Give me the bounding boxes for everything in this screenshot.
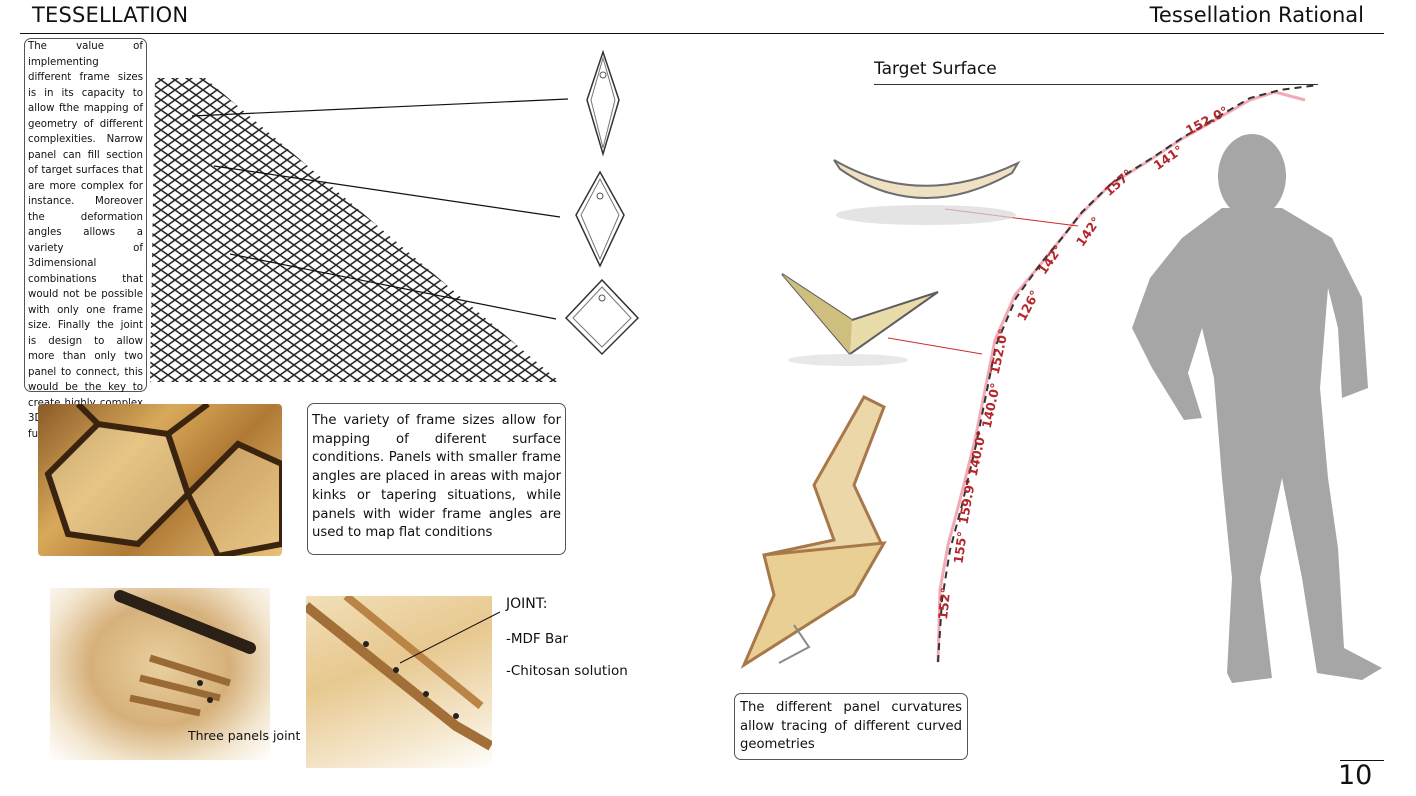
page-title-left: TESSELLATION bbox=[32, 3, 189, 27]
header-divider bbox=[20, 33, 1384, 34]
target-surface-rule bbox=[874, 84, 1318, 85]
angle-label: 157° bbox=[1101, 166, 1136, 199]
angle-label: 140.0° bbox=[964, 429, 989, 478]
page-number-rule bbox=[1340, 760, 1384, 761]
angle-label: 152.0° bbox=[986, 327, 1011, 376]
wide-frame-diagram bbox=[564, 278, 640, 356]
angle-label: 126° bbox=[1013, 287, 1043, 324]
page-number: 10 bbox=[1338, 760, 1373, 791]
folded-panel-render bbox=[740, 395, 887, 669]
narrow-frame-diagram bbox=[586, 49, 620, 157]
angle-label: 159.9° bbox=[955, 477, 979, 526]
angle-label: 142° bbox=[1072, 213, 1104, 250]
wide-curved-panel-render bbox=[833, 159, 1021, 225]
joint-item-chitosan: -Chitosan solution bbox=[506, 663, 628, 679]
target-surface-title: Target Surface bbox=[874, 59, 997, 79]
angle-label: 140.0° bbox=[978, 381, 1003, 430]
three-panel-joint-photo bbox=[50, 588, 270, 760]
medium-frame-diagram bbox=[575, 170, 625, 268]
angle-label: 152° bbox=[935, 586, 954, 621]
panel-frames-photo bbox=[38, 404, 282, 556]
joint-title: JOINT: bbox=[506, 596, 548, 612]
curvature-text-box: The different panel curvatures allow tra… bbox=[734, 693, 968, 760]
angle-label: 142° bbox=[1034, 241, 1066, 278]
deep-curved-panel-render bbox=[781, 273, 939, 366]
angle-label: 155° bbox=[950, 530, 970, 565]
intro-text-box: The value of implementing different fram… bbox=[24, 38, 147, 440]
page-title-right: Tessellation Rational bbox=[1149, 3, 1364, 27]
joint-item-mdf: -MDF Bar bbox=[506, 631, 569, 647]
three-panels-caption: Three panels joint bbox=[188, 728, 301, 743]
joint-detail-photo bbox=[306, 596, 492, 768]
frame-variety-text-box: The variety of frame sizes allow for map… bbox=[307, 403, 566, 555]
human-scale-silhouette bbox=[1132, 134, 1382, 683]
